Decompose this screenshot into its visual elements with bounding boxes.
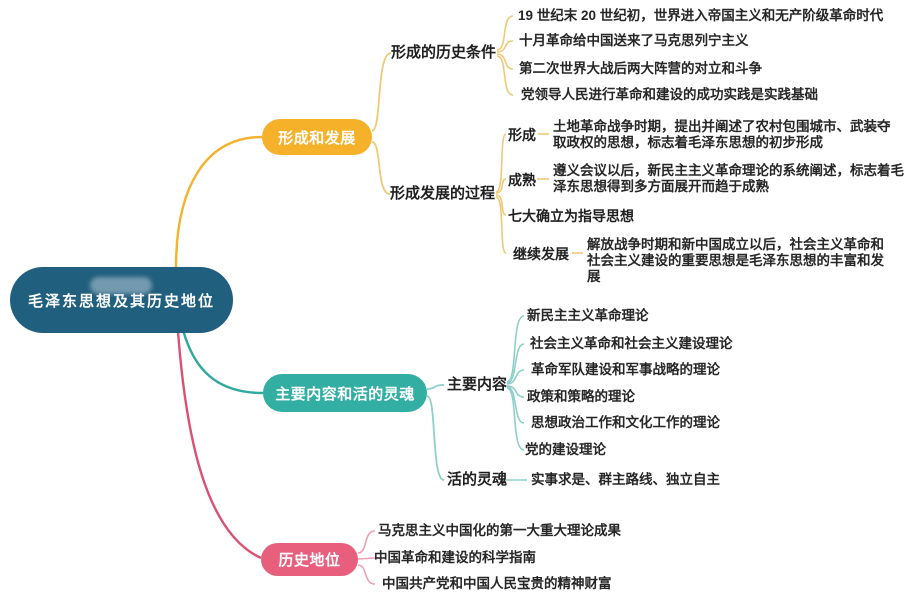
leaf-topic[interactable]: 新民主主义革命理论 xyxy=(527,308,649,323)
stage-label-maturity[interactable]: 成熟 xyxy=(508,172,536,188)
connector-line xyxy=(174,135,263,269)
stage-label-continued-development[interactable]: 继续发展 xyxy=(513,246,569,262)
connector-line xyxy=(506,385,525,398)
connector-line xyxy=(496,53,514,70)
root-node[interactable]: 毛泽东思想及其历史地位 xyxy=(10,267,233,333)
leaf-topic[interactable]: 党的建设理论 xyxy=(525,442,606,457)
connector-line xyxy=(181,329,264,395)
leaf-topic[interactable]: 政策和策略的理论 xyxy=(527,389,635,404)
topic-label-historical-conditions[interactable]: 形成的历史条件 xyxy=(391,44,497,61)
connector-line xyxy=(357,564,376,585)
connector-line xyxy=(176,330,262,560)
connector-line xyxy=(496,40,514,53)
topic-label-development-process[interactable]: 形成发展的过程 xyxy=(390,185,496,202)
leaf-topic[interactable]: 19 世纪末 20 世纪初，世界进入帝国主义和无产阶级革命时代 xyxy=(518,8,884,23)
leaf-topic[interactable]: 中国革命和建设的科学指南 xyxy=(374,550,536,565)
connector-line xyxy=(506,315,525,383)
stage-label-formation[interactable]: 形成 xyxy=(508,127,536,143)
topic-label-main-content[interactable]: 主要内容 xyxy=(447,376,508,393)
connector-line xyxy=(506,369,525,385)
branch-node-historical-position[interactable]: 历史地位 xyxy=(261,543,358,576)
branch-node-formation[interactable]: 形成和发展 xyxy=(262,119,372,155)
leaf-topic[interactable]: 党领导人民进行革命和建设的成功实践是实践基础 xyxy=(521,87,818,102)
connector-line xyxy=(357,557,376,560)
leaf-topic[interactable]: 遵义会议以后，新民主主义革命理论的系统阐述，标志着毛泽东思想得到多方面展开而趋于… xyxy=(553,163,904,194)
connector-line xyxy=(495,133,507,193)
leaf-topic[interactable]: 马克思主义中国化的第一大重大理论成果 xyxy=(378,523,621,538)
connector-line xyxy=(495,194,507,216)
leaf-topic[interactable]: 第二次世界大战后两大阵营的对立和斗争 xyxy=(519,61,762,76)
topic-label-living-soul[interactable]: 活的灵魂 xyxy=(447,471,508,488)
connector-line xyxy=(495,178,507,194)
leaf-topic[interactable]: 革命军队建设和军事战略的理论 xyxy=(531,362,720,377)
connector-line xyxy=(357,530,376,554)
leaf-topic[interactable]: 中国共产党和中国人民宝贵的精神财富 xyxy=(382,576,612,591)
branch-node-main-content[interactable]: 主要内容和活的灵魂 xyxy=(263,374,427,412)
connector-line xyxy=(496,15,514,51)
connector-line xyxy=(426,395,445,481)
stage-label-seventh-congress[interactable]: 七大确立为指导思想 xyxy=(508,208,634,224)
connector-line xyxy=(506,387,525,451)
leaf-topic[interactable]: 思想政治工作和文化工作的理论 xyxy=(531,415,720,430)
connector-line xyxy=(371,52,392,132)
connector-line xyxy=(496,55,514,96)
connector-line xyxy=(506,343,525,384)
watermark-blur xyxy=(90,277,152,294)
leaf-topic[interactable]: 十月革命给中国送来了马克思列宁主义 xyxy=(519,33,749,48)
connector-line xyxy=(506,386,525,424)
leaf-topic[interactable]: 实事求是、群主路线、独立自主 xyxy=(531,472,720,487)
connector-line xyxy=(371,141,391,195)
leaf-topic[interactable]: 社会主义革命和社会主义建设理论 xyxy=(530,336,733,351)
connector-line xyxy=(495,196,507,254)
leaf-topic[interactable]: 解放战争时期和新中国成立以后，社会主义革命和社会主义建设的重要思想是毛泽东思想的… xyxy=(587,237,884,284)
leaf-topic[interactable]: 土地革命战争时期，提出并阐述了农村包围城市、武装夺取政权的思想，标志着毛泽东思想… xyxy=(553,119,891,150)
connector-line xyxy=(426,384,445,390)
